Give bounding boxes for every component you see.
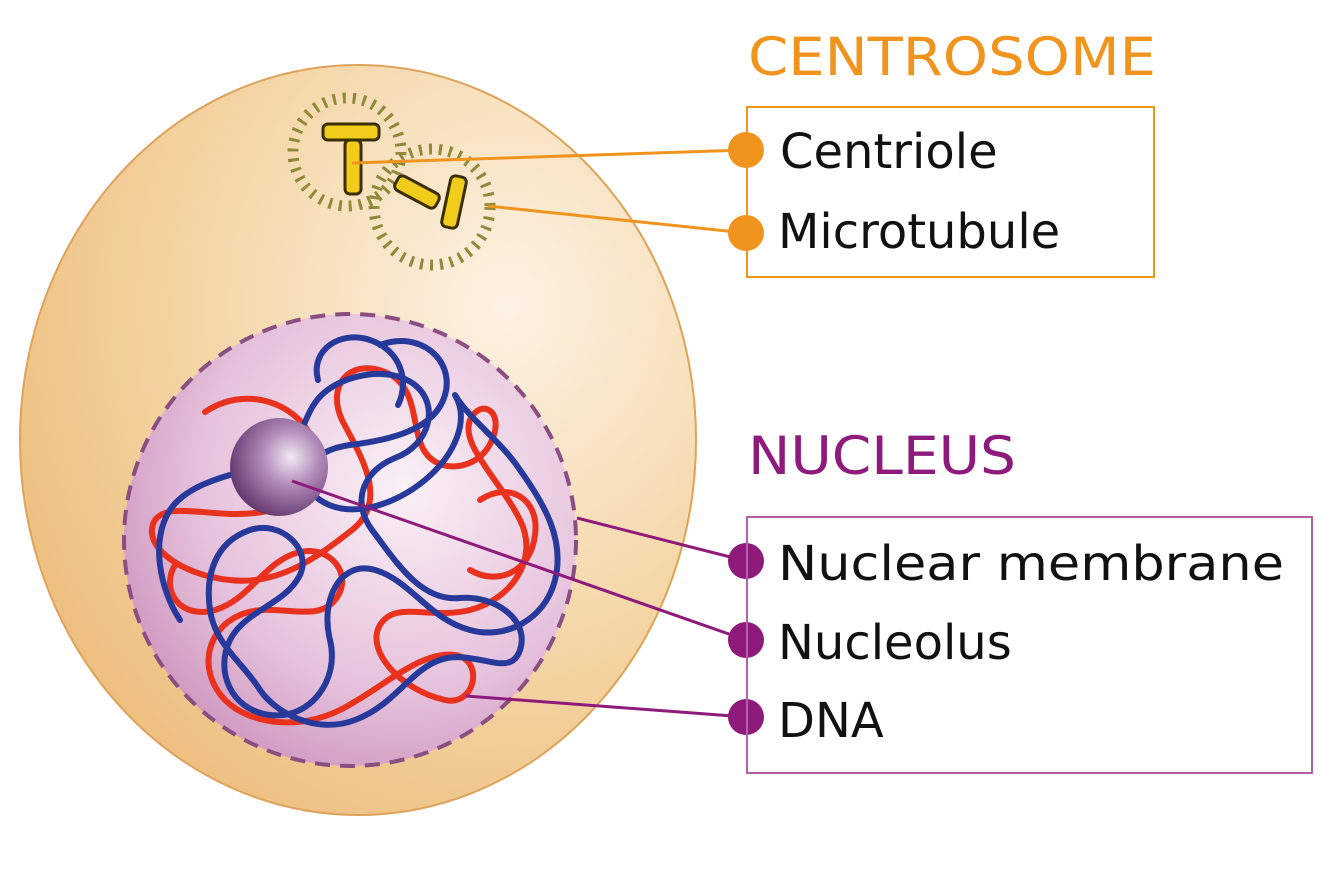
dna-loop-red-right — [467, 489, 539, 580]
label-nuclear-membrane: Nuclear membrane — [778, 536, 1284, 592]
centriole-1 — [321, 122, 381, 196]
label-dna: DNA — [778, 693, 884, 749]
leader-microtubule — [487, 204, 747, 235]
nucleolus — [230, 418, 328, 516]
nucleus-heading: NUCLEUS — [748, 426, 1016, 487]
leader-centriole — [351, 148, 747, 165]
label-microtubule: Microtubule — [778, 204, 1060, 260]
centrosome — [287, 92, 496, 271]
nuclear-membrane — [122, 312, 578, 768]
leader-nuclear-membrane — [576, 516, 747, 563]
nucleus-label-box — [746, 516, 1313, 774]
leader-nucleolus — [291, 479, 747, 642]
dna-strand-blue — [156, 338, 561, 728]
centriole-2 — [393, 174, 468, 230]
dna — [148, 334, 561, 728]
label-centriole: Centriole — [780, 124, 998, 180]
centrosome-heading: CENTROSOME — [748, 27, 1156, 88]
dna-loop-blue-top — [313, 334, 406, 408]
centrosome-label-box — [746, 106, 1155, 278]
microtubule-ring-1 — [287, 92, 407, 212]
leader-dna — [465, 694, 747, 719]
label-nucleolus: Nucleolus — [778, 615, 1012, 671]
